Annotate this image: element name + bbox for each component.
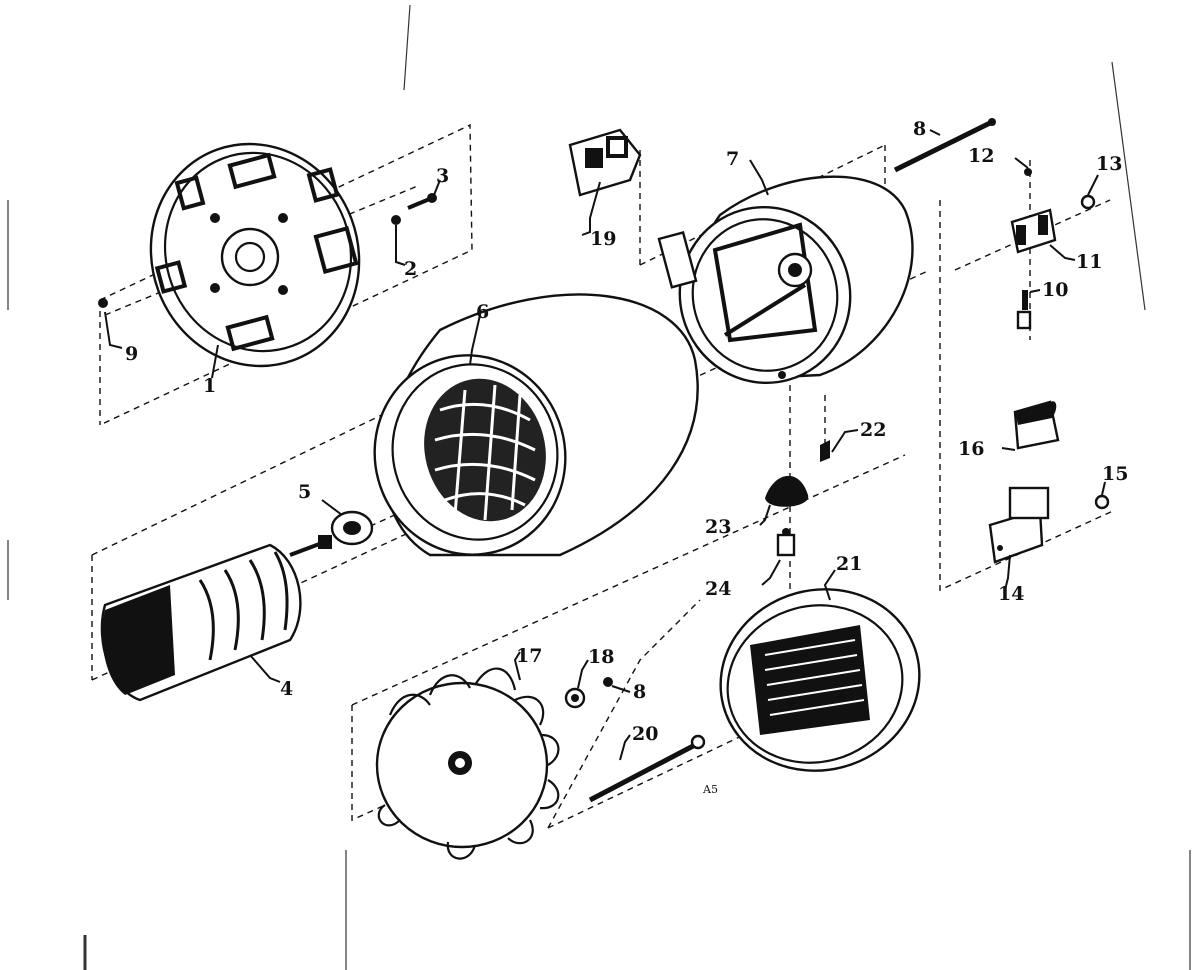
label-part-21: 21: [836, 553, 862, 575]
armature-part-4: [100, 535, 332, 702]
leader-lines: [104, 129, 1106, 761]
stator-housing-part-6: [373, 293, 699, 557]
label-part-2: 2: [404, 258, 417, 280]
label-part-17: 17: [516, 645, 542, 667]
label-part-1: 1: [203, 375, 216, 397]
capacitor-bracket-part-14: [988, 486, 1050, 564]
nut-part-13: [1080, 194, 1096, 210]
scan-artifacts: [7, 4, 1191, 970]
label-part-16: 16: [958, 438, 984, 460]
label-part-10: 10: [1042, 279, 1068, 301]
label-part-22: 22: [860, 419, 886, 441]
label-part-6: 6: [476, 301, 489, 323]
screw-part-3: [391, 193, 437, 225]
end-shell-part-7: [657, 175, 914, 385]
part-labels: 1 9 2 3 6 5 4 19 7 8 12 13 11 10 16 15 1…: [125, 118, 1128, 796]
label-part-4: 4: [280, 678, 293, 700]
washer-part-9: [98, 298, 108, 308]
label-part-5: 5: [298, 481, 311, 503]
label-part-24: 24: [705, 578, 731, 600]
through-bolt-part-20: [588, 734, 706, 803]
label-part-14: 14: [998, 583, 1024, 605]
terminal-block-part-11: [1010, 208, 1057, 254]
label-part-8-bottom: 8: [633, 681, 646, 703]
label-part-15: 15: [1102, 463, 1128, 485]
corner-mark: A5: [702, 783, 718, 796]
guard-cover-part-21: [719, 588, 921, 772]
switch-part-19: [568, 128, 642, 197]
washer-part-18: [564, 687, 586, 709]
label-part-23: 23: [705, 516, 731, 538]
rod-part-8: [893, 118, 996, 173]
connector-part-10: [1016, 290, 1032, 330]
label-part-9: 9: [125, 343, 138, 365]
nut-part-8: [603, 677, 613, 687]
label-part-19: 19: [590, 228, 616, 250]
label-part-3: 3: [436, 165, 449, 187]
label-part-20: 20: [632, 723, 658, 745]
label-part-8-top: 8: [913, 118, 926, 140]
label-part-13: 13: [1096, 153, 1122, 175]
label-part-12: 12: [968, 145, 994, 167]
label-part-18: 18: [588, 646, 614, 668]
screw-part-12: [1024, 168, 1032, 176]
mount-parts-22-24: [765, 440, 830, 557]
capacitor-part-16: [1013, 400, 1060, 450]
screw-part-15: [1094, 494, 1110, 510]
bearing-part-5: [330, 510, 374, 546]
fan-part-17: [375, 667, 560, 860]
label-part-7: 7: [726, 148, 739, 170]
end-bell-part-1: [149, 142, 361, 368]
label-part-11: 11: [1076, 251, 1102, 273]
